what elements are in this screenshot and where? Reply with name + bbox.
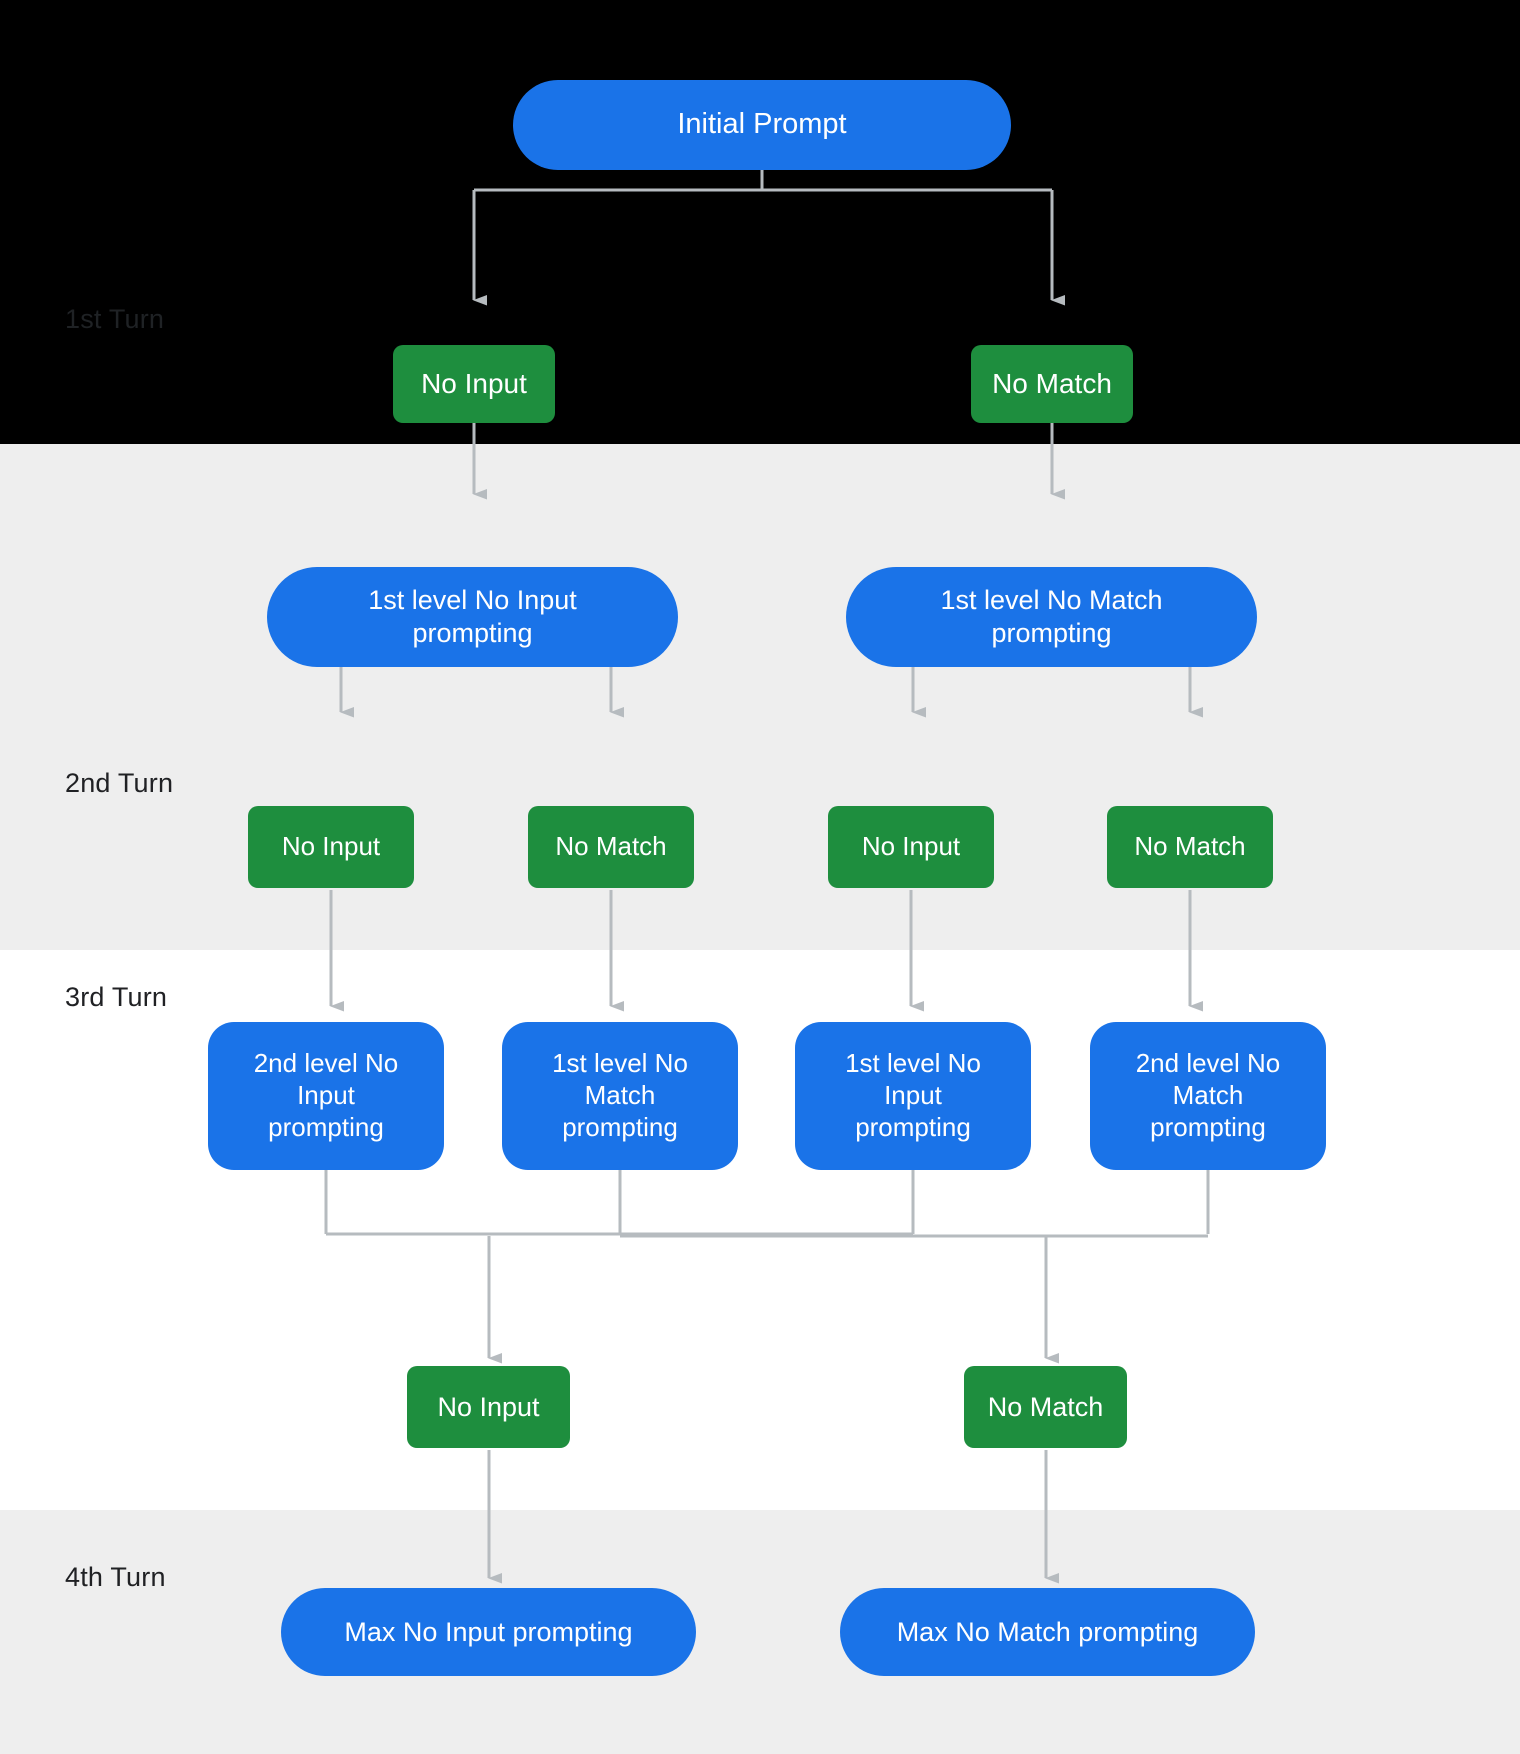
node-t2-no-input-a[interactable]: No Input	[248, 806, 414, 888]
node-1st-level-no-input-prompting-2[interactable]: 1st level No Input prompting	[795, 1022, 1031, 1170]
band-1st-turn	[0, 0, 1520, 444]
turn-label-1st: 1st Turn	[65, 304, 165, 334]
node-t3-no-input[interactable]: No Input	[407, 1366, 570, 1448]
node-t1-no-input[interactable]: No Input	[393, 345, 555, 423]
node-2nd-level-no-input-prompting[interactable]: 2nd level No Input prompting	[208, 1022, 444, 1170]
node-t2-no-match-b[interactable]: No Match	[1107, 806, 1273, 888]
node-2nd-level-no-match-prompting[interactable]: 2nd level No Match prompting	[1090, 1022, 1326, 1170]
node-t2-no-match-a[interactable]: No Match	[528, 806, 694, 888]
band-4th-turn	[0, 1510, 1520, 1754]
node-t1-no-match[interactable]: No Match	[971, 345, 1133, 423]
node-initial-prompt[interactable]: Initial Prompt	[513, 80, 1011, 170]
node-t2-no-input-b[interactable]: No Input	[828, 806, 994, 888]
turn-label-3rd: 3rd Turn	[65, 982, 168, 1012]
node-1st-level-no-input-prompting[interactable]: 1st level No Input prompting	[267, 567, 678, 667]
node-max-no-match-prompting[interactable]: Max No Match prompting	[840, 1588, 1255, 1676]
node-t3-no-match[interactable]: No Match	[964, 1366, 1127, 1448]
turn-label-4th: 4th Turn	[65, 1562, 166, 1592]
node-max-no-input-prompting[interactable]: Max No Input prompting	[281, 1588, 696, 1676]
band-2nd-turn	[0, 444, 1520, 950]
turn-label-2nd: 2nd Turn	[65, 768, 174, 798]
node-1st-level-no-match-prompting[interactable]: 1st level No Match prompting	[846, 567, 1257, 667]
node-1st-level-no-match-prompting-2[interactable]: 1st level No Match prompting	[502, 1022, 738, 1170]
